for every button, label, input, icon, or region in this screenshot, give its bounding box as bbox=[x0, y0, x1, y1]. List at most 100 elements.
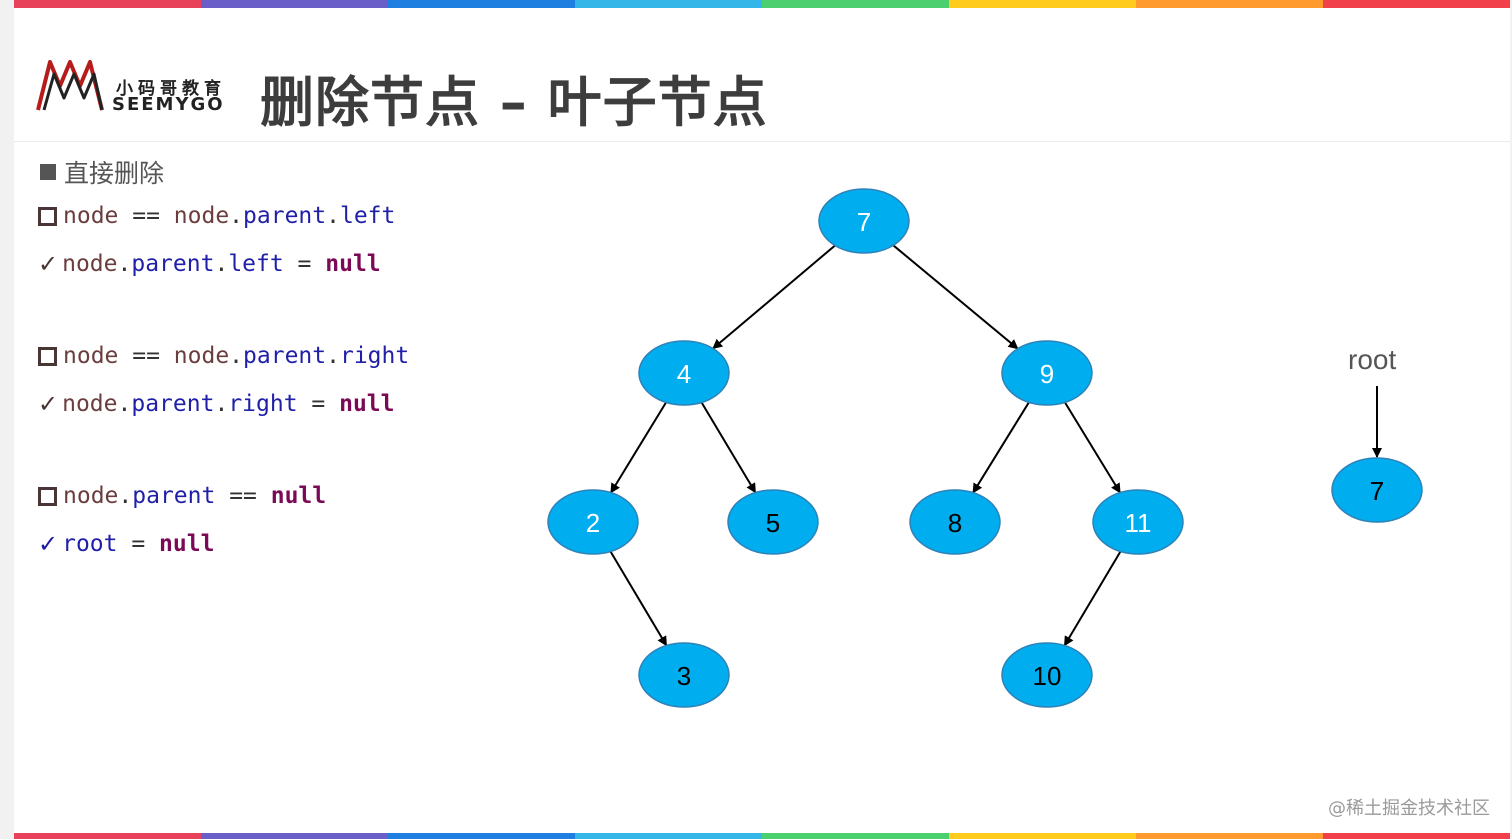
tree-node-2: 2 bbox=[547, 489, 639, 555]
code-token: right bbox=[228, 391, 298, 417]
code-token: . bbox=[214, 391, 229, 417]
case-1-condition: node == node.parent.left bbox=[38, 203, 395, 229]
code-token: node bbox=[63, 203, 119, 229]
code-token: left bbox=[228, 251, 284, 277]
checkmark-icon: ✓ bbox=[38, 390, 59, 418]
tree-node-label: 4 bbox=[677, 359, 691, 389]
tree-node-label: 10 bbox=[1033, 661, 1062, 691]
case-1-action: ✓ node.parent.left = null bbox=[38, 250, 381, 278]
logo-text-en: SEEMYGO bbox=[112, 94, 225, 115]
tree-node-5: 5 bbox=[727, 489, 819, 555]
slide: 小码哥教育 SEEMYGO 删除节点 – 叶子节点 直接删除 node == n… bbox=[14, 0, 1510, 839]
case-1-action-code: node.parent.left = null bbox=[62, 251, 381, 277]
tree-node-label: 2 bbox=[586, 508, 600, 538]
checkbox-icon bbox=[38, 206, 57, 226]
tree-node-8: 8 bbox=[909, 489, 1001, 555]
header-divider bbox=[14, 141, 1510, 142]
case-2-action-code: node.parent.right = null bbox=[62, 391, 394, 417]
case-2-action: ✓ node.parent.right = null bbox=[38, 390, 395, 418]
code-token: = bbox=[297, 391, 340, 417]
single-node-7: 7 bbox=[1331, 457, 1423, 523]
code-token: parent bbox=[131, 391, 215, 417]
code-token: null bbox=[339, 391, 395, 417]
code-token: right bbox=[339, 343, 410, 369]
case-2-condition: node == node.parent.right bbox=[38, 343, 409, 369]
code-token: node bbox=[62, 251, 118, 277]
case-2-condition-code: node == node.parent.right bbox=[63, 343, 409, 369]
code-token: null bbox=[325, 251, 381, 277]
tree-edge-n2-n3 bbox=[609, 550, 668, 647]
code-token: node bbox=[63, 483, 119, 509]
tree-edge-n9-n11 bbox=[1064, 401, 1121, 494]
logo-mark-icon bbox=[36, 60, 104, 111]
tree-edge-n7-n4 bbox=[712, 244, 836, 350]
tree-node-shape bbox=[547, 489, 639, 555]
code-token: parent bbox=[132, 483, 216, 509]
tree-node-label: 7 bbox=[857, 207, 871, 237]
code-token: . bbox=[326, 343, 340, 369]
case-3-action: ✓ root = null bbox=[38, 530, 214, 558]
code-token: == bbox=[118, 343, 174, 369]
tree-edge-n4-n2 bbox=[610, 401, 667, 494]
code-token: . bbox=[229, 203, 244, 229]
tree-node-shape bbox=[1092, 489, 1184, 555]
logo: 小码哥教育 SEEMYGO bbox=[36, 52, 236, 118]
code-token: . bbox=[117, 251, 132, 277]
tree-node-shape bbox=[638, 340, 730, 406]
code-token: . bbox=[117, 391, 132, 417]
code-token: = bbox=[117, 531, 160, 557]
square-bullet-icon bbox=[40, 164, 56, 180]
tree-node-9: 9 bbox=[1001, 340, 1093, 406]
credit-watermark: @稀土掘金技术社区 bbox=[1328, 798, 1490, 819]
code-token: == bbox=[215, 483, 271, 509]
code-token: node bbox=[62, 391, 118, 417]
code-token: . bbox=[118, 483, 133, 509]
tree-node-11: 11 bbox=[1092, 489, 1184, 555]
code-token: left bbox=[339, 203, 396, 229]
rainbow-bar-top bbox=[14, 0, 1510, 8]
tree-node-shape bbox=[727, 489, 819, 555]
tree-node-shape bbox=[909, 489, 1001, 555]
tree-edge-n4-n5 bbox=[700, 401, 757, 494]
code-token: parent bbox=[243, 343, 327, 369]
code-token: null bbox=[270, 483, 327, 509]
case-3-action-code: root = null bbox=[62, 531, 214, 557]
rainbow-bar-bottom bbox=[14, 833, 1510, 839]
tree-node-label: 3 bbox=[677, 661, 691, 691]
tree-node-3: 3 bbox=[638, 642, 730, 708]
case-1-condition-code: node == node.parent.left bbox=[63, 203, 395, 229]
bullet-heading: 直接删除 bbox=[40, 154, 164, 190]
code-token: parent bbox=[243, 203, 327, 229]
tree-edge-n11-n10 bbox=[1063, 550, 1122, 647]
code-token: == bbox=[118, 203, 174, 229]
code-token: parent bbox=[131, 251, 215, 277]
page-title: 删除节点 – 叶子节点 bbox=[260, 71, 768, 134]
tree-node-10: 10 bbox=[1001, 642, 1093, 708]
checkbox-icon bbox=[38, 486, 57, 506]
tree-edge-n7-n9 bbox=[892, 244, 1019, 350]
code-token: node bbox=[63, 343, 119, 369]
code-token: root bbox=[62, 531, 118, 557]
code-token: node bbox=[173, 343, 230, 369]
tree-node-label: 9 bbox=[1040, 359, 1054, 389]
tree-node-shape bbox=[638, 642, 730, 708]
root-label: root bbox=[1348, 344, 1397, 375]
tree-node-label: 8 bbox=[948, 508, 962, 538]
checkmark-icon: ✓ bbox=[38, 250, 59, 278]
code-token: . bbox=[229, 343, 244, 369]
code-token: . bbox=[326, 203, 340, 229]
code-token: node bbox=[173, 203, 230, 229]
code-token: null bbox=[159, 531, 215, 557]
checkmark-icon: ✓ bbox=[38, 530, 59, 558]
tree-node-shape bbox=[1001, 340, 1093, 406]
code-token: = bbox=[283, 251, 326, 277]
case-3-condition: node.parent == null bbox=[38, 483, 326, 509]
logo-text-cn: 小码哥教育 bbox=[116, 79, 226, 99]
tree-node-7: 7 bbox=[818, 188, 910, 254]
bullet-heading-text: 直接删除 bbox=[64, 159, 165, 188]
tree-node-4: 4 bbox=[638, 340, 730, 406]
tree-edge-n9-n8 bbox=[972, 401, 1030, 494]
checkbox-icon bbox=[38, 346, 57, 366]
tree-node-label: 11 bbox=[1125, 508, 1152, 538]
